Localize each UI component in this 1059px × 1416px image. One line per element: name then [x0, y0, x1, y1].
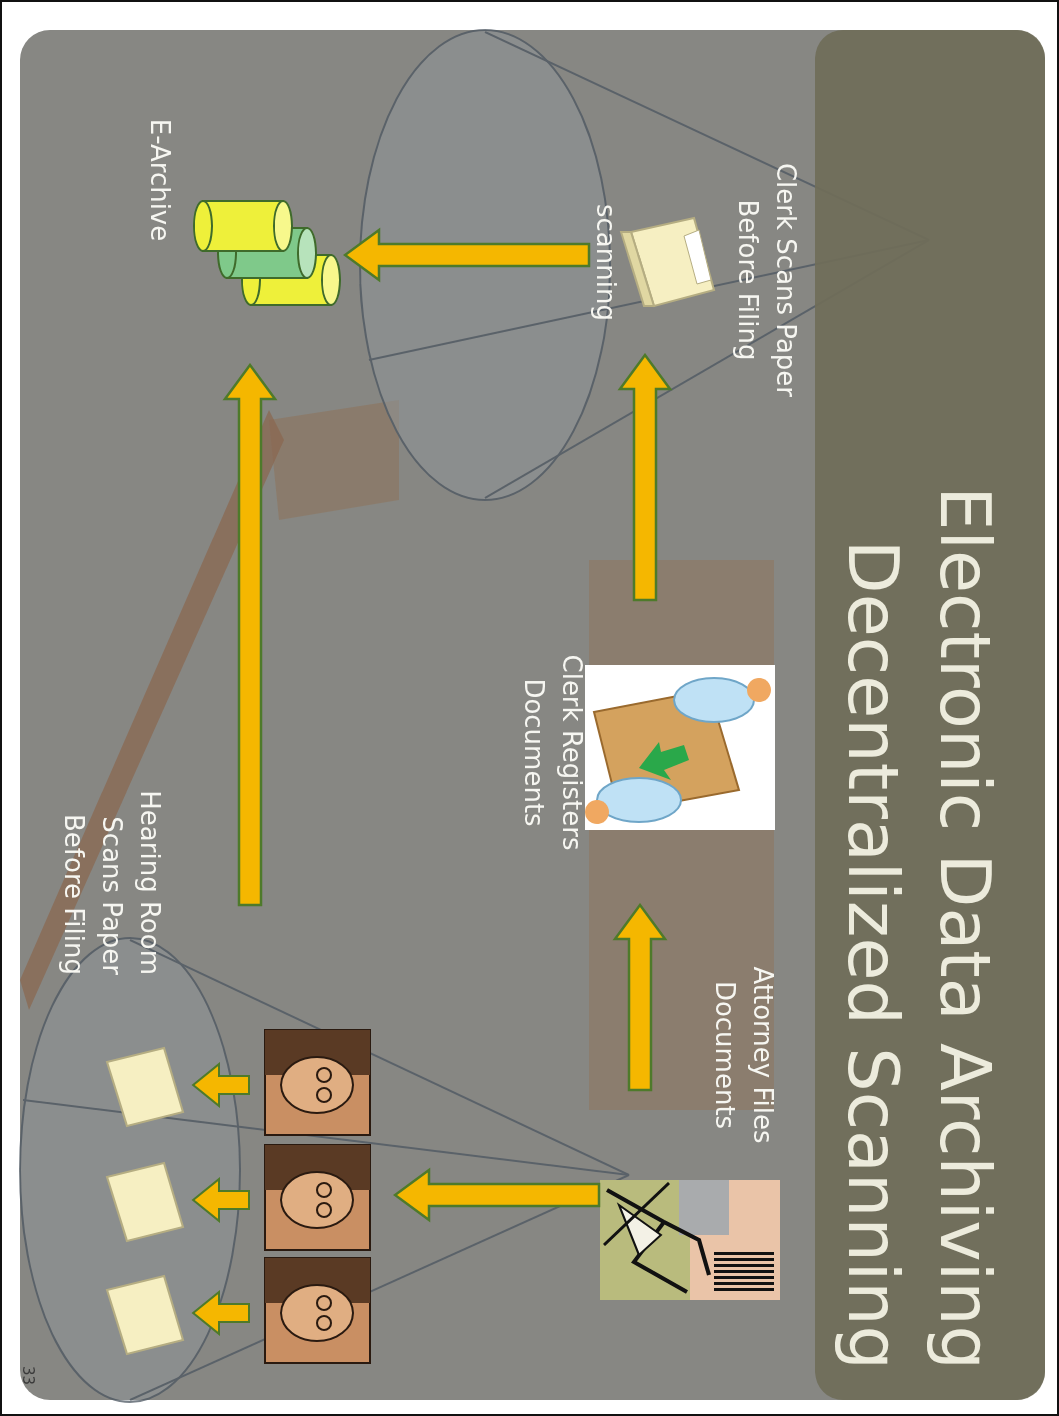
node-text: Hearing Room Scans Paper Before Filing: [55, 730, 169, 975]
book-spine: [714, 1258, 774, 1261]
node-text: Clerk Registers Documents: [515, 630, 591, 875]
process-node: E-Archive: [139, 115, 345, 365]
judge-face: [281, 1285, 353, 1341]
scale-stand: [269, 400, 399, 520]
slide-title: Electronic Data Archiving Decentralized …: [827, 380, 1011, 1370]
judge-glasses: [317, 1203, 331, 1217]
slide-background: [20, 30, 1045, 1400]
archive-cylinder: [322, 255, 340, 305]
process-node: Clerk Registers Documents: [499, 600, 779, 905]
judge-face: [281, 1172, 353, 1228]
portrait-frame: [265, 1258, 370, 1363]
scanner: [684, 230, 711, 284]
book-spine: [714, 1282, 774, 1285]
process-node: Clerk Scans Paper Before Filingscanning: [589, 170, 719, 355]
scale-pan: [360, 30, 610, 500]
judge-portrait: [265, 1030, 370, 1135]
small-arrow: [193, 1292, 249, 1334]
flow-arrow: [615, 905, 665, 1090]
judge-glasses: [317, 1316, 331, 1330]
judge-glasses: [317, 1068, 331, 1082]
portrait-frame: [265, 1030, 370, 1135]
book-spine: [714, 1288, 774, 1291]
scanner: [621, 232, 654, 306]
judge-face: [281, 1057, 353, 1113]
clerk-person: [674, 678, 754, 722]
pan-string: [130, 940, 629, 1175]
archive-cylinder: [274, 201, 292, 251]
scanner: [107, 1163, 183, 1241]
icon-background: [600, 1180, 690, 1300]
icon-background: [585, 665, 775, 830]
attorney-figure: [604, 1183, 669, 1245]
judge-glasses: [317, 1296, 331, 1310]
clerk-desk-icon: [585, 665, 775, 830]
book-spine: [714, 1276, 774, 1279]
small-arrow: [193, 1064, 249, 1106]
scale-beam: [589, 560, 774, 1110]
judge-portrait: [265, 1145, 370, 1250]
scanner: [107, 1048, 183, 1126]
book-spine: [714, 1252, 774, 1255]
judge-portrait: [265, 1258, 370, 1363]
pan-string: [130, 1175, 629, 1400]
clerk-person: [597, 778, 681, 822]
scale-pan: [20, 938, 240, 1402]
slide-number: 33: [19, 1366, 37, 1406]
archive-cylinder: [298, 228, 316, 278]
portrait-frame: [265, 1145, 370, 1250]
book-spine: [714, 1264, 774, 1267]
process-node: Hearing Room Scans Paper Before Filing: [44, 905, 395, 1380]
icon-background: [600, 1180, 780, 1300]
judge-glasses: [317, 1088, 331, 1102]
flow-arrow: [345, 230, 589, 280]
hand-over-arrow: [639, 742, 689, 780]
scale-base: [20, 410, 284, 1010]
flow-arrow: [395, 1170, 599, 1220]
attorney-icon: [600, 1180, 780, 1300]
process-node: Attorney Files Documents: [599, 1090, 784, 1310]
hearing-room-judges: [107, 1030, 370, 1363]
archive-cylinders: [194, 201, 340, 305]
attorney-figure: [607, 1190, 709, 1292]
scanner-icon: [621, 218, 714, 306]
flow-arrow: [225, 365, 275, 905]
judge-glasses: [317, 1183, 331, 1197]
node-text: E-Archive: [141, 115, 179, 245]
scanner: [107, 1276, 183, 1354]
clerk-person: [747, 678, 771, 702]
node-text: Clerk Scans Paper Before Filing: [729, 135, 805, 425]
archive-cylinder: [194, 201, 212, 251]
icon-background: [679, 1180, 729, 1235]
archive-cylinder: [203, 201, 283, 251]
flow-arrow: [620, 355, 670, 600]
node-text: scanning: [587, 170, 625, 355]
title-band: [815, 30, 1045, 1400]
node-text: Attorney Files Documents: [706, 955, 782, 1155]
scales-of-justice: [20, 30, 929, 1402]
book-spine: [714, 1270, 774, 1273]
clerk-person: [585, 800, 609, 824]
small-arrow: [193, 1179, 249, 1221]
